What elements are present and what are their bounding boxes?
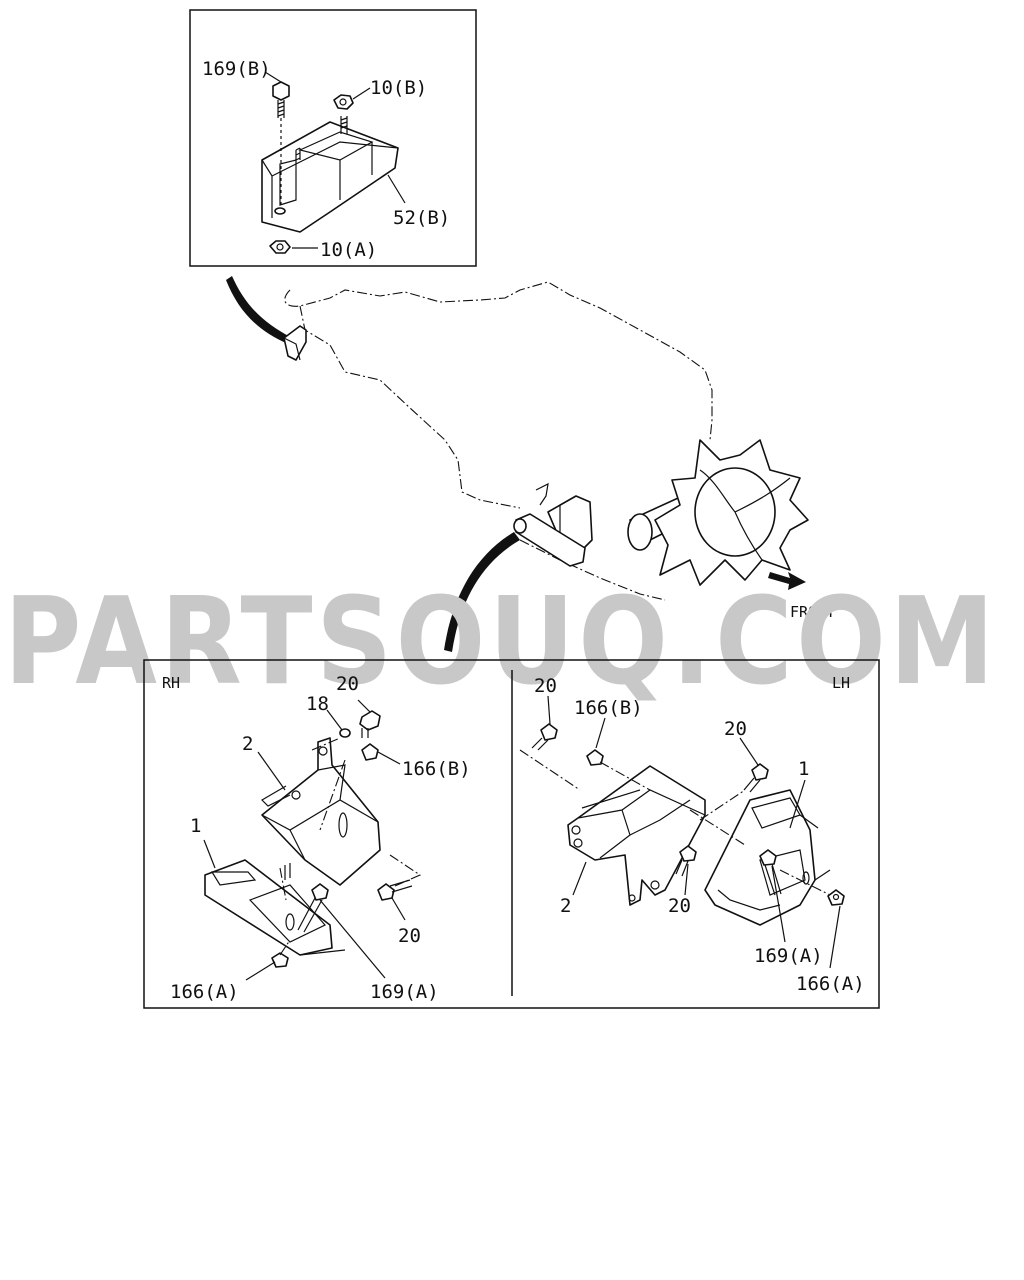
lh-label-2: 2: [560, 895, 571, 917]
lh-label-169a: 169(A): [754, 945, 823, 967]
inset-top-frame: [189, 9, 477, 267]
callout-arrow-bottom: [444, 532, 520, 652]
lh-bolt-20-left: [531, 723, 558, 751]
rh-bolt-169a: [297, 883, 329, 933]
rh-label-20-top: 20: [336, 673, 359, 695]
lh-bracket-2: [567, 765, 706, 906]
lh-label-20-left: 20: [534, 675, 557, 697]
rh-mount-1: [204, 859, 346, 956]
lh-section: LH: [519, 674, 865, 995]
label-52b: 52(B): [393, 207, 450, 229]
rh-nut-166b: [361, 743, 379, 761]
lh-label-20-right: 20: [724, 718, 747, 740]
cooling-fan: [627, 439, 809, 586]
inset-top: 169(B) 10(B) 52(B) 10(A): [189, 9, 477, 267]
engine-mount-52b: [261, 121, 399, 233]
rh-label-2: 2: [242, 733, 253, 755]
lh-label-166a: 166(A): [796, 973, 865, 995]
rh-bolt-20-bottom: [377, 879, 413, 901]
rh-label-1: 1: [190, 815, 201, 837]
bottom-panel: RH: [143, 659, 880, 1009]
callout-arrow-top: [226, 276, 292, 344]
nut-10a: [269, 240, 291, 254]
lh-title: LH: [832, 674, 850, 692]
label-10b: 10(B): [370, 77, 427, 99]
lh-bolt-169a: [759, 849, 782, 896]
rh-bracket-2: [261, 737, 381, 886]
lh-nut-166a: [827, 889, 845, 906]
rh-label-166b: 166(B): [402, 758, 471, 780]
label-10a: 10(A): [320, 239, 377, 261]
rh-nut-166a: [271, 952, 289, 968]
nut-10b: [333, 94, 354, 134]
watermark-text: PARTSOUQ.COM: [4, 573, 998, 712]
lh-label-1: 1: [798, 758, 809, 780]
front-arrow-icon: [768, 572, 806, 590]
rh-label-18: 18: [306, 693, 329, 715]
rh-label-169a: 169(A): [370, 981, 439, 1003]
front-mount-on-engine: [513, 495, 593, 567]
rh-label-166a: 166(A): [170, 981, 239, 1003]
label-169b: 169(B): [202, 58, 271, 80]
lh-label-166b: 166(B): [574, 697, 643, 719]
rh-washer-18: [339, 728, 351, 738]
lh-bolt-20-mid: [675, 845, 697, 877]
front-indicator: FRONT: [768, 572, 835, 621]
lh-nut-166b: [586, 749, 604, 766]
rh-section: RH: [162, 673, 471, 1003]
bottom-panel-frame: [143, 659, 880, 1009]
lh-bolt-20-right: [743, 763, 769, 793]
lh-label-20-mid: 20: [668, 895, 691, 917]
engine-outline: [283, 281, 713, 601]
rh-label-20-bottom: 20: [398, 925, 421, 947]
front-label: FRONT: [790, 603, 835, 621]
rh-title: RH: [162, 674, 180, 692]
rh-bolt-20-top: [359, 710, 381, 738]
